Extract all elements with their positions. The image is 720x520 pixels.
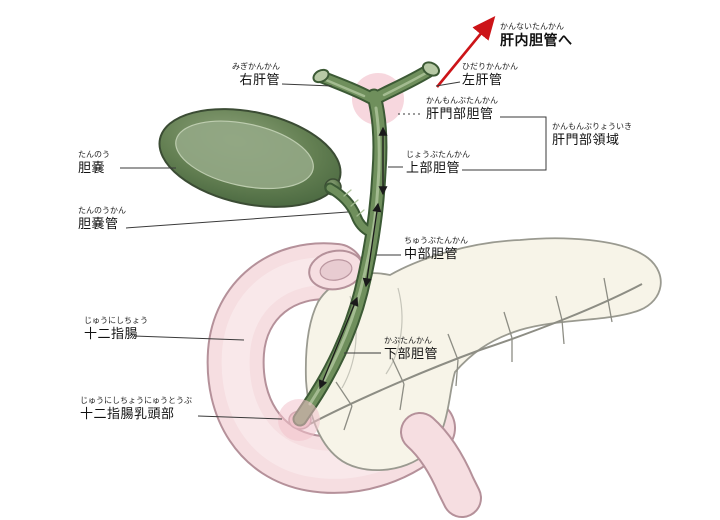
label-upper-bile-duct: じょうぶたんかん 上部胆管 — [406, 150, 470, 176]
furigana: かぶたんかん — [384, 336, 432, 345]
furigana: かんもんぶりょういき — [552, 122, 632, 131]
label-text: 胆嚢 — [78, 160, 106, 175]
gallbladder-shape — [158, 108, 342, 208]
furigana: たんのうかん — [78, 206, 126, 215]
papilla-highlight — [278, 399, 320, 441]
label-text: 胆嚢管 — [78, 216, 119, 231]
intrahepatic-arrow — [435, 15, 496, 88]
label-lower-bile-duct: かぶたんかん 下部胆管 — [384, 336, 438, 362]
label-text: 肝内胆管へ — [500, 32, 573, 48]
leader-right-hepatic — [281, 83, 333, 87]
label-middle-bile-duct: ちゅうぶたんかん 中部胆管 — [404, 236, 468, 262]
label-duodenum: じゅうにしちょう 十二指腸 — [84, 316, 148, 342]
label-hilar-region: かんもんぶりょういき 肝門部領域 — [552, 122, 632, 148]
pancreas-body — [304, 237, 662, 472]
duodenum-lumen — [319, 259, 353, 281]
segment-arrow-lower — [318, 296, 359, 390]
label-text: 左肝管 — [462, 72, 503, 87]
duodenum-exit-tube — [400, 412, 482, 518]
label-text: 上部胆管 — [406, 160, 461, 175]
gallbladder-inner — [175, 120, 314, 190]
label-intrahepatic-duct: かんないたんかん 肝内胆管へ — [500, 22, 573, 49]
segment-arrow-middle — [362, 202, 382, 288]
segment-arrows — [318, 126, 388, 390]
furigana: じゅうにしちょうにゅうとうぶ — [80, 396, 192, 405]
furigana: みぎかんかん — [232, 62, 280, 71]
leader-left-hepatic — [435, 81, 461, 87]
pancreatic-duct — [299, 277, 643, 431]
label-text: 中部胆管 — [404, 246, 459, 261]
label-text: 肝門部胆管 — [426, 106, 494, 121]
furigana: かんもんぶたんかん — [426, 96, 498, 105]
label-left-hepatic-duct: ひだりかんかん 左肝管 — [462, 62, 518, 88]
label-text: 下部胆管 — [384, 346, 439, 361]
leader-duodenum — [133, 335, 245, 341]
furigana: じょうぶたんかん — [406, 150, 470, 159]
label-cystic-duct: たんのうかん 胆嚢管 — [78, 206, 126, 232]
furigana: じゅうにしちょう — [84, 316, 148, 325]
label-text: 十二指腸 — [84, 326, 139, 341]
label-text: 肝門部領域 — [552, 132, 620, 147]
label-duodenal-papilla: じゅうにしちょうにゅうとうぶ 十二指腸乳頭部 — [80, 396, 192, 422]
hilar-region-bracket — [462, 116, 547, 171]
leader-lines — [120, 81, 547, 420]
leader-cystic-duct — [125, 211, 349, 229]
furigana: ちゅうぶたんかん — [404, 236, 468, 245]
furigana: たんのう — [78, 150, 110, 159]
label-gallbladder: たんのう 胆嚢 — [78, 150, 110, 176]
label-hilar-bile-duct: かんもんぶたんかん 肝門部胆管 — [426, 96, 498, 122]
furigana: かんないたんかん — [500, 22, 564, 31]
left-hepatic-cut-end — [421, 61, 441, 77]
label-text: 右肝管 — [239, 72, 280, 87]
right-hepatic-cut-end — [312, 68, 330, 84]
label-right-hepatic-duct: みぎかんかん 右肝管 — [200, 62, 280, 88]
label-text: 十二指腸乳頭部 — [80, 406, 175, 421]
leader-papilla — [197, 415, 283, 420]
furigana: ひだりかんかん — [462, 62, 518, 71]
pancreas-contour-2 — [385, 287, 403, 375]
